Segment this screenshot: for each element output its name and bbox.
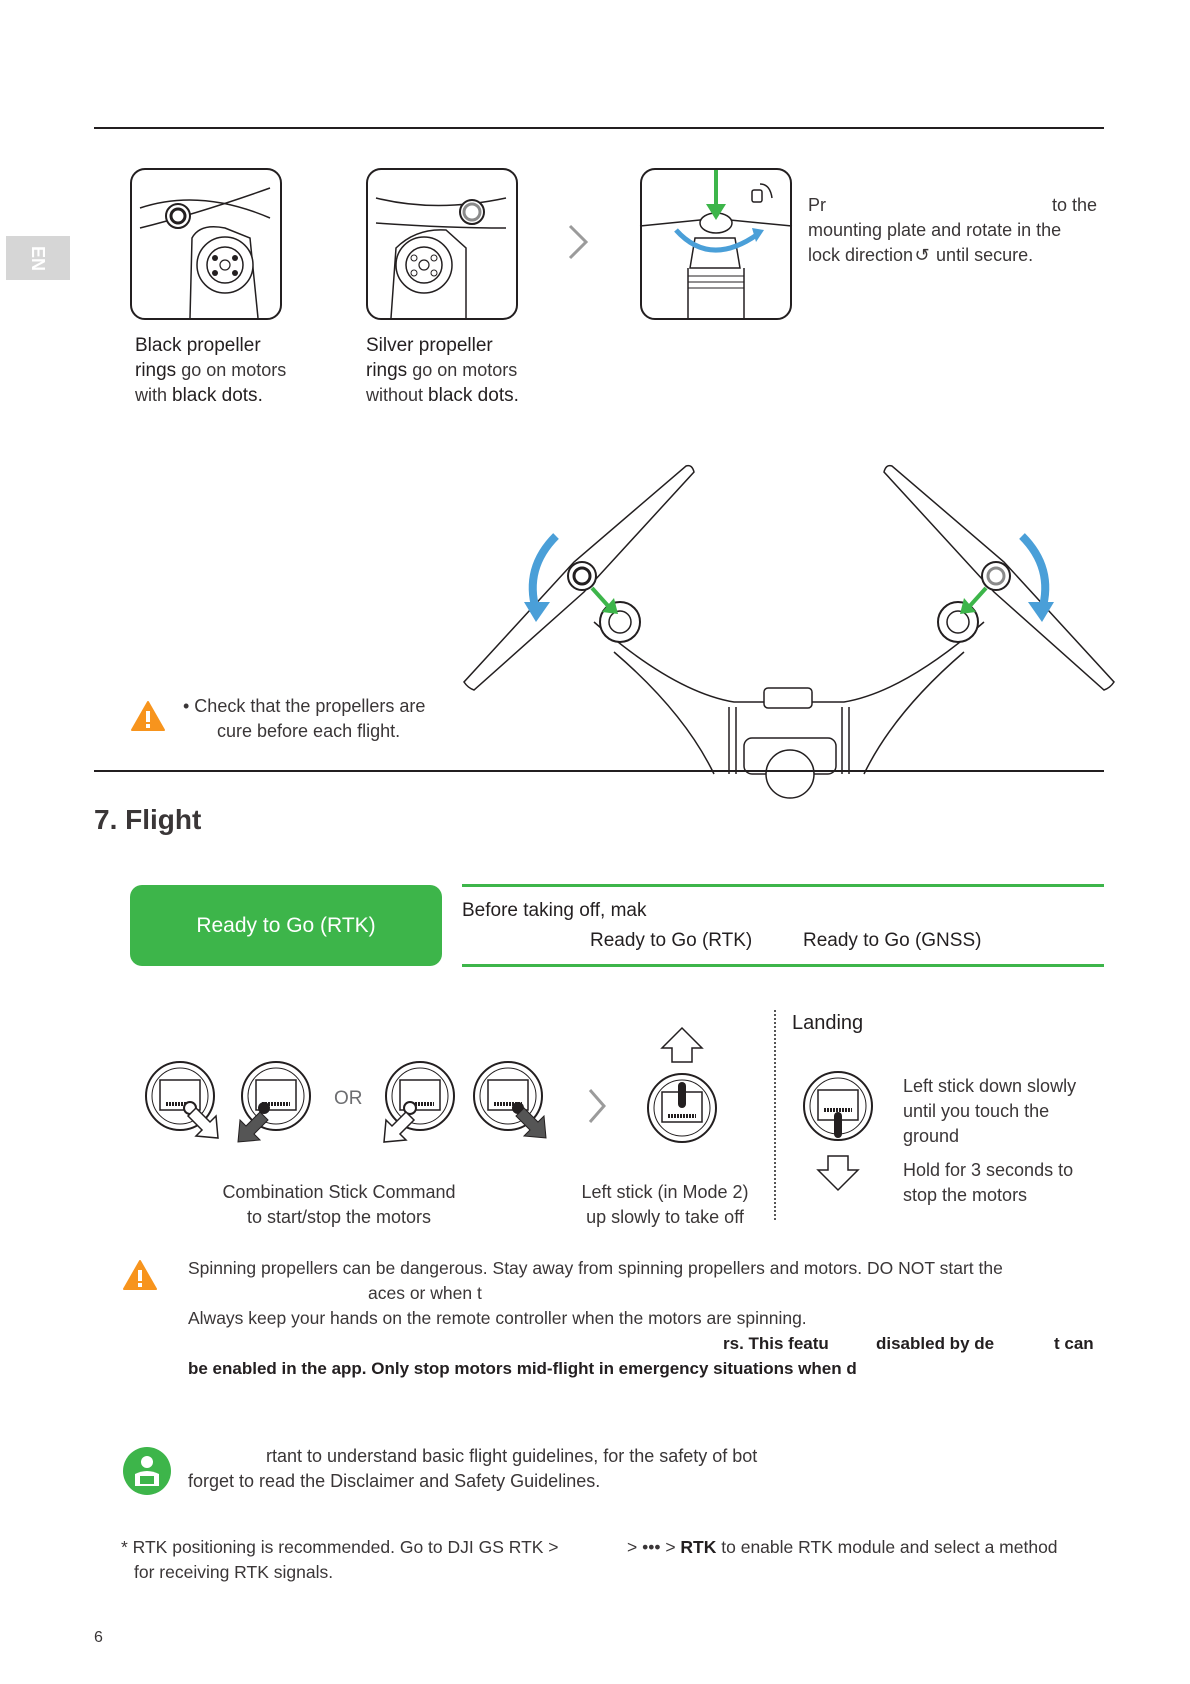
- section-divider: [94, 770, 1104, 772]
- landing-instructions: Left stick down slowly until you touch t…: [903, 1076, 1077, 1146]
- landing-title: Landing: [792, 1012, 864, 1034]
- page-title: 7. Flight: [94, 804, 202, 835]
- chevron-right-icon: [568, 224, 589, 260]
- combination-stick-caption: Combination Stick Command to start/stop …: [222, 1182, 456, 1227]
- page-number: 6: [94, 1629, 103, 1646]
- black-propeller-caption: Black propeller rings go on motors with …: [135, 335, 287, 406]
- spinning-propeller-warning: Spinning propellers can be dangerous. St…: [188, 1258, 1094, 1378]
- status-gnss-text: Ready to Go (GNSS): [803, 930, 982, 951]
- stick-up-illustration: [647, 1026, 717, 1143]
- lock-direction-icon: ↺: [914, 245, 930, 265]
- landing-divider: [774, 1010, 776, 1220]
- or-label: OR: [334, 1088, 363, 1109]
- stick-down-left-illustration: [237, 1061, 311, 1143]
- warning-icon: [131, 701, 165, 731]
- propeller-check-warning: • Check that the propellers are cure bef…: [183, 696, 426, 741]
- stick-down-right-illustration: [145, 1061, 219, 1139]
- stick-down-left-alt-illustration: [383, 1061, 455, 1143]
- hold-instructions: Hold for 3 seconds to stop the motors: [903, 1160, 1074, 1205]
- left-stick-takeoff-caption: Left stick (in Mode 2) up slowly to take…: [581, 1182, 749, 1227]
- chevron-right-icon: [588, 1089, 606, 1123]
- green-rule-bottom: [462, 964, 1104, 967]
- rtk-footnote: * RTK positioning is recommended. Go to …: [121, 1537, 1058, 1582]
- flight-guidelines-note: rtant to understand basic flight guideli…: [188, 1446, 758, 1491]
- silver-propeller-motor-illustration: [366, 168, 518, 320]
- ready-to-go-rtk-badge: Ready to Go (RTK): [130, 885, 442, 966]
- before-takeoff-text: Before taking off, mak: [462, 900, 647, 921]
- language-tab: EN: [6, 236, 70, 280]
- silver-propeller-caption: Silver propeller rings go on motors with…: [366, 335, 519, 406]
- safety-note-icon: [123, 1447, 171, 1495]
- warning-icon: [123, 1260, 157, 1290]
- stick-down-landing-illustration: [803, 1071, 873, 1192]
- press-rotate-illustration: [639, 168, 793, 320]
- status-rtk-text: Ready to Go (RTK): [590, 930, 753, 951]
- drone-propeller-mounting-illustration: [463, 464, 1115, 799]
- top-divider: [94, 127, 1104, 129]
- stick-down-right-alt-illustration: [473, 1061, 547, 1139]
- black-propeller-motor-illustration: [130, 168, 282, 320]
- green-rule-top: [462, 884, 1104, 887]
